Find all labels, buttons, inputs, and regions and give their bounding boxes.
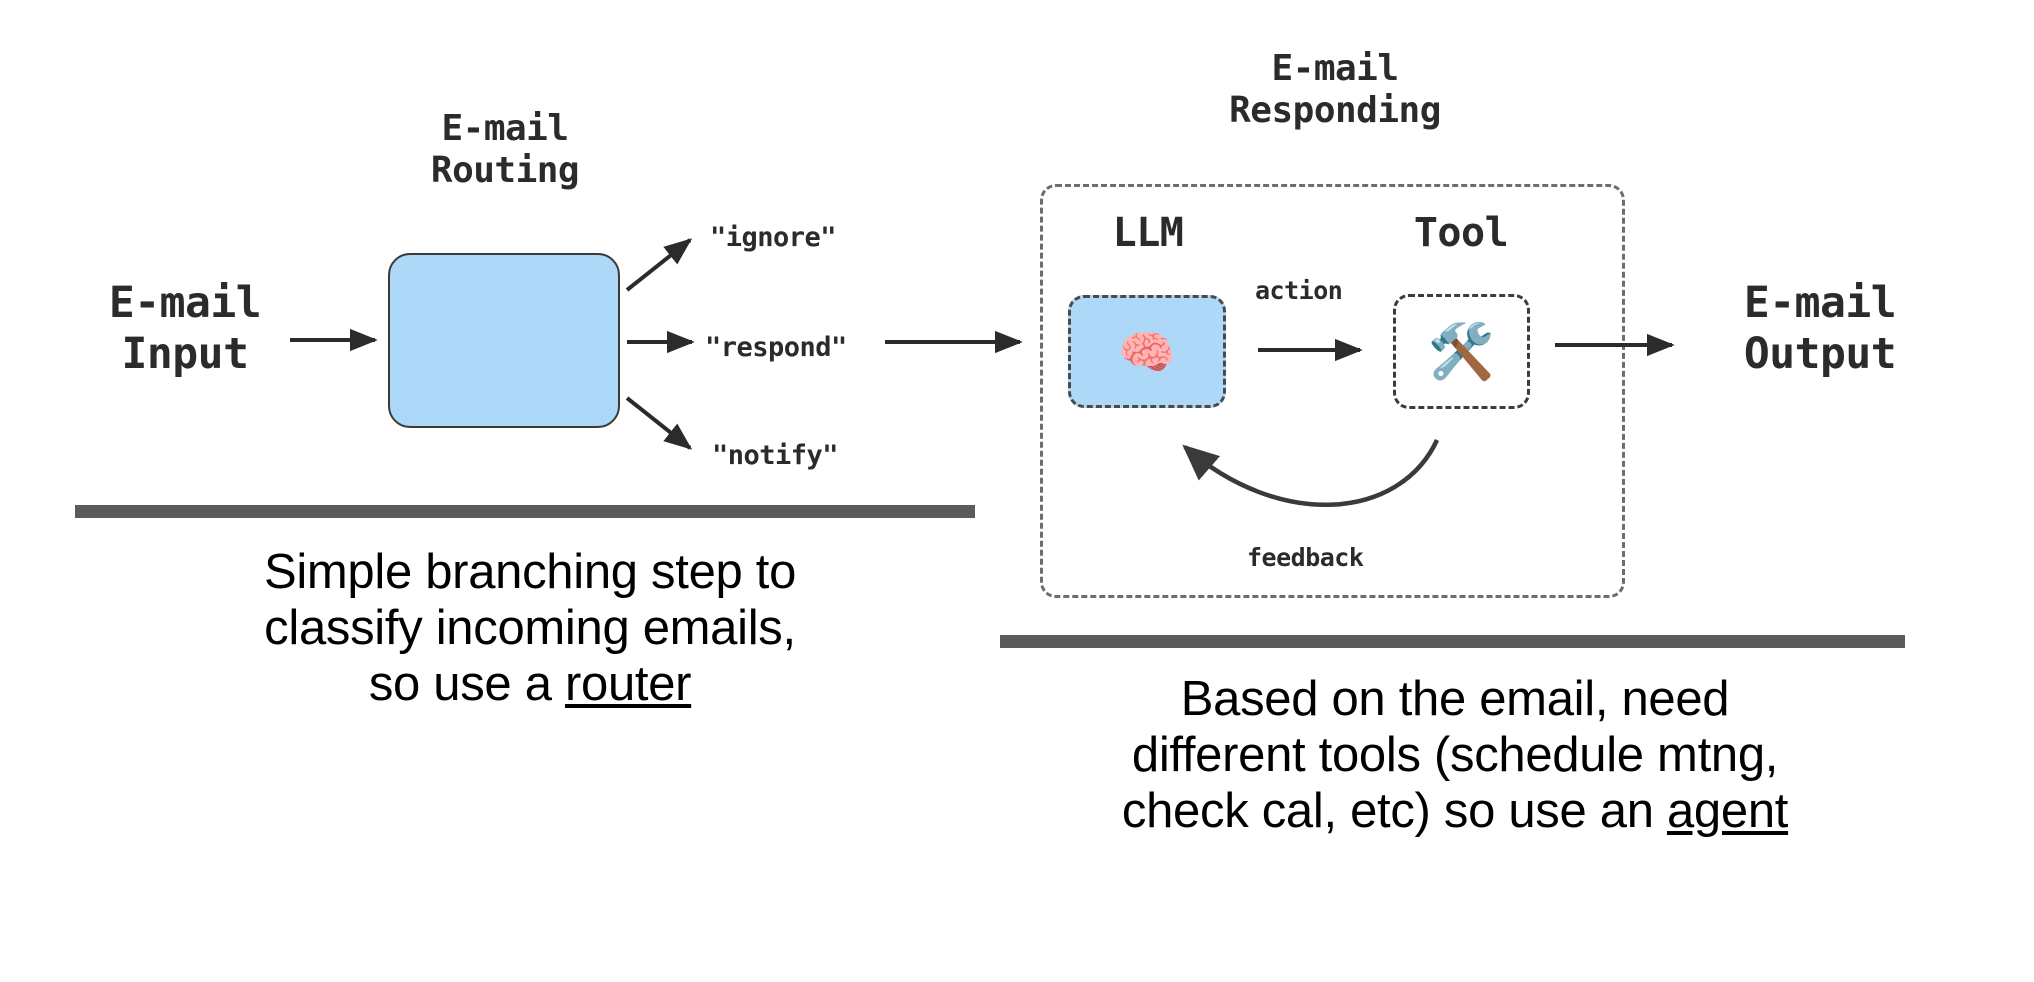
caption-left-emphasis-router: router <box>564 656 692 711</box>
caption-right: Based on the email, need different tools… <box>960 672 1950 840</box>
tool-label: Tool <box>1413 210 1509 256</box>
brain-icon: 🧠 <box>1118 324 1176 379</box>
caption-right-emphasis-agent: agent <box>1666 783 1789 838</box>
branch-label-respond: "respond" <box>705 332 847 363</box>
caption-right-line3: check cal, etc) so use an agent <box>960 784 1950 840</box>
email-routing-line1: E-mail <box>441 108 569 149</box>
caption-left-line3: so use a router <box>90 657 970 713</box>
caption-right-line1: Based on the email, need <box>1180 672 1730 726</box>
email-output-label: E-mail Output <box>1700 278 1940 379</box>
email-routing-title: E-mail Routing <box>290 108 720 193</box>
email-routing-line2: Routing <box>430 150 580 192</box>
llm-label: LLM <box>1112 210 1184 256</box>
email-output-line1: E-mail <box>1743 278 1897 328</box>
feedback-arrow-label: feedback <box>1247 543 1364 572</box>
caption-left: Simple branching step to classify incomi… <box>90 545 970 713</box>
email-responding-line2: Responding <box>1229 90 1441 132</box>
caption-right-line3-prefix: check cal, etc) so use an <box>1121 783 1667 838</box>
llm-block[interactable]: 🧠 <box>1068 295 1226 408</box>
email-responding-title: E-mail Responding <box>1105 48 1565 133</box>
email-output-line2: Output <box>1743 328 1897 379</box>
divider-left <box>75 505 975 518</box>
hammer-and-wrench-icon: 🛠️ <box>1427 319 1496 383</box>
email-input-line1: E-mail <box>108 278 262 328</box>
email-input-line2: Input <box>121 328 249 379</box>
action-arrow-label: action <box>1255 276 1343 305</box>
arrow-router-to-ignore <box>625 238 693 292</box>
email-responding-line1: E-mail <box>1271 48 1399 89</box>
arrow-router-to-notify <box>625 396 693 450</box>
caption-right-line2: different tools (schedule mtng, <box>1131 727 1779 782</box>
caption-left-line2: classify incoming emails, <box>264 600 796 655</box>
email-responding-group <box>1040 184 1625 598</box>
branch-label-ignore: "ignore" <box>710 222 837 253</box>
caption-left-line1: Simple branching step to <box>263 545 797 599</box>
divider-right <box>1000 635 1905 648</box>
branch-label-notify: "notify" <box>712 440 839 471</box>
router-block[interactable] <box>388 253 620 428</box>
caption-left-line3-prefix: so use a <box>368 656 565 711</box>
email-input-label: E-mail Input <box>70 278 300 379</box>
tool-block[interactable]: 🛠️ <box>1393 294 1530 409</box>
